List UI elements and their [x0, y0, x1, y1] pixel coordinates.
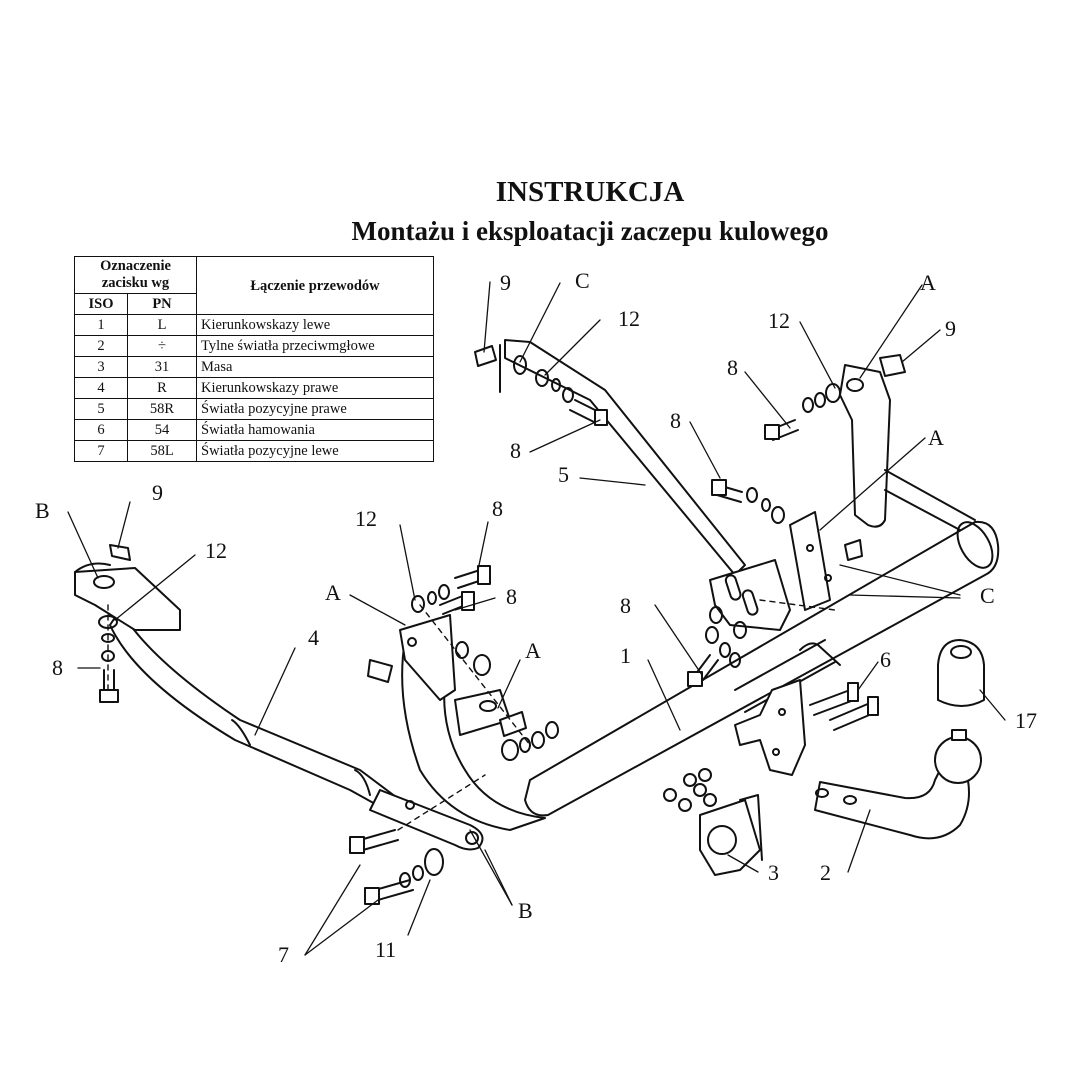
label-9-right: 9: [945, 316, 956, 341]
label-7: 7: [278, 942, 289, 967]
label-17: 17: [1015, 708, 1037, 733]
label-8-mid: 8: [670, 408, 681, 433]
wiring-table: Oznaczenie zacisku wg Łączenie przewodów…: [74, 256, 434, 462]
ball-neck: [814, 729, 982, 840]
label-a-left-bracket: A: [325, 580, 341, 605]
pn-cell: 54: [127, 419, 197, 441]
table-subheader-row: ISO PN: [74, 293, 434, 315]
label-12-mid: 12: [355, 506, 377, 531]
label-1: 1: [620, 643, 631, 668]
label-a-top-right: A: [920, 270, 936, 295]
label-b-bottom: B: [518, 898, 533, 923]
label-12-right-top: 12: [768, 308, 790, 333]
label-8-mid-side: 8: [506, 584, 517, 609]
label-8-mid-top: 8: [492, 496, 503, 521]
label-3: 3: [768, 860, 779, 885]
right-bracket-a: [789, 364, 976, 611]
pn-cell: 58L: [127, 440, 197, 462]
page-subtitle: Montażu i eksploatacji zaczepu kulowego: [351, 216, 829, 246]
label-8-strut: 8: [510, 438, 521, 463]
label-4: 4: [308, 625, 319, 650]
label-b-left: B: [35, 498, 50, 523]
connection-cell: Światła hamowania: [196, 419, 434, 441]
assembly-lines: [107, 599, 836, 831]
pn-cell: 31: [127, 356, 197, 378]
table-header-row: Oznaczenie zacisku wg Łączenie przewodów: [74, 256, 434, 315]
label-12-top: 12: [618, 306, 640, 331]
header-pn: PN: [127, 293, 197, 315]
diagonal-strut: [499, 339, 791, 631]
socket-plate: [734, 679, 806, 776]
pn-cell: 58R: [127, 398, 197, 420]
page-title: INSTRUKCJA: [495, 176, 685, 208]
label-a-lower: A: [525, 638, 541, 663]
ball-cap: [937, 639, 985, 707]
label-5: 5: [558, 462, 569, 487]
label-12-left: 12: [205, 538, 227, 563]
header-terminal-designation: Oznaczenie zacisku wg: [74, 256, 197, 294]
label-8-right-top: 8: [727, 355, 738, 380]
label-6: 6: [880, 647, 891, 672]
label-8-center: 8: [620, 593, 631, 618]
table-row: 2÷Tylne światła przeciwmgłowe: [74, 335, 434, 357]
bolts: [99, 399, 879, 905]
label-c-right: C: [980, 583, 995, 608]
crossbar-tube: [524, 520, 1000, 817]
label-9-top: 9: [500, 270, 511, 295]
left-side-tube: [109, 609, 484, 851]
label-c-top: C: [575, 268, 590, 293]
socket-holder: [699, 794, 763, 876]
connection-cell: Światła pozycyjne prawe: [196, 398, 434, 420]
label-2: 2: [820, 860, 831, 885]
clip-nuts: [367, 345, 906, 737]
label-9-left: 9: [152, 480, 163, 505]
header-wire-connection: Łączenie przewodów: [196, 256, 434, 315]
label-a-mid-right: A: [928, 425, 944, 450]
connection-cell: Światła pozycyjne lewe: [196, 440, 434, 462]
bracket-b: [74, 544, 181, 631]
label-11: 11: [375, 937, 396, 962]
connection-cell: Kierunkowskazy prawe: [196, 377, 434, 399]
label-8-left: 8: [52, 655, 63, 680]
leader-lines: [67, 281, 1006, 956]
